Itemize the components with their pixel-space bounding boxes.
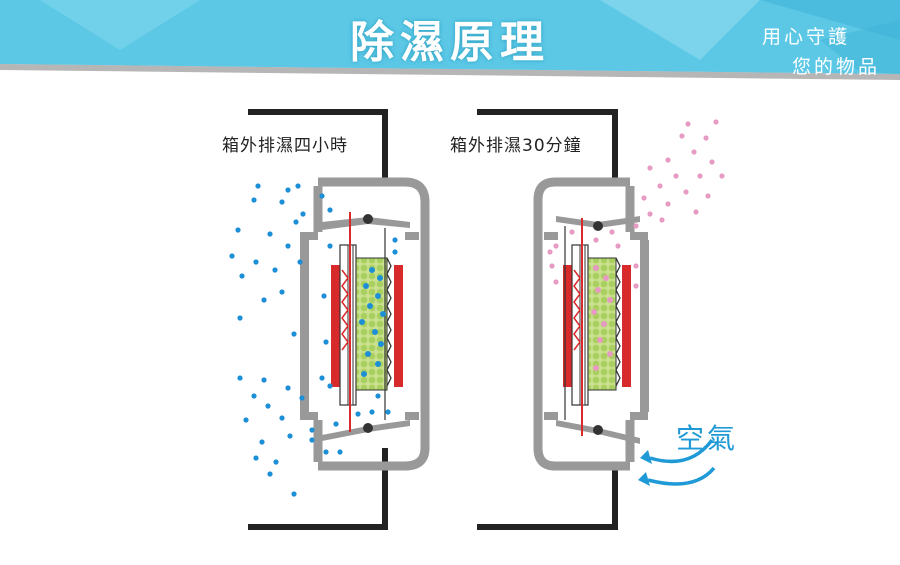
slogan-line-1: 用心守護 — [762, 26, 851, 48]
left-heater-bar-right — [394, 265, 403, 387]
right-moisture-particles — [547, 119, 725, 289]
page-title: 除濕原理 — [350, 17, 550, 68]
slogan-line-2: 您的物品 — [792, 56, 881, 78]
left-panel-caption: 箱外排濕四小時 — [222, 136, 348, 156]
left-cabinet-wall-bottom — [248, 448, 388, 530]
left-moisture-particles — [229, 183, 398, 497]
air-flow-arrows — [638, 438, 716, 486]
left-outer-frame — [318, 177, 430, 471]
right-cabinet-wall-bottom — [477, 466, 618, 530]
right-heater-bar-left — [563, 265, 572, 387]
left-top-pivot — [363, 214, 373, 224]
header-banner: 除濕原理 用心守護 您的物品 — [0, 0, 900, 92]
air-label: 空氣 — [676, 422, 739, 455]
left-dehumidifier-unit — [248, 109, 430, 530]
right-heater-bar-right — [622, 265, 631, 387]
right-outer-frame — [533, 177, 630, 471]
left-bottom-pivot — [363, 423, 373, 433]
right-cabinet-wall-top — [477, 109, 618, 182]
right-panel-caption: 箱外排濕30分鐘 — [450, 136, 582, 156]
banner-background — [0, 0, 900, 80]
right-dehumidifier-unit — [477, 109, 649, 530]
left-cabinet-wall-top — [248, 109, 388, 182]
left-heater-bar-left — [331, 265, 340, 387]
